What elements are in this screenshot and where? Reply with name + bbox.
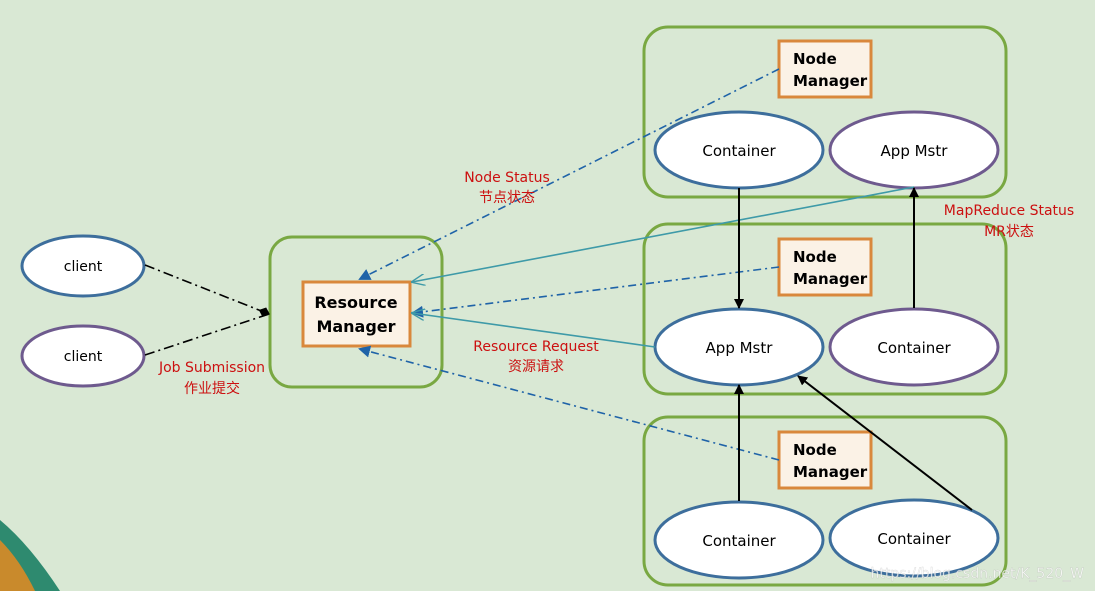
node-manager-middle-line1: Node — [793, 248, 837, 266]
node-group-middle — [642, 222, 1008, 396]
resource-request-line — [412, 313, 656, 348]
mid-app-mstr-label: App Mstr — [706, 339, 774, 357]
node-manager-top-line1: Node — [793, 50, 837, 68]
mapreduce-status-line — [412, 186, 915, 282]
node-status-label-zh: 节点状态 — [479, 190, 535, 206]
node-status-line-bottom — [358, 345, 780, 461]
mapreduce-status-label-en: MapReduce Status — [944, 203, 1074, 219]
bottom-container-right-label: Container — [877, 530, 951, 548]
job-submission-label-en: Job Submission — [158, 360, 265, 376]
job-submission-line-1 — [144, 264, 270, 317]
client-label-1: client — [64, 259, 103, 275]
mid-container-ellipse — [828, 307, 1000, 387]
node-status-line-middle — [411, 266, 780, 318]
client-ellipse-1 — [20, 234, 146, 298]
resource-request-label-zh: 资源请求 — [508, 359, 564, 375]
corner-decoration-accent — [0, 540, 35, 591]
top-container-label: Container — [702, 142, 776, 160]
node-group-top — [642, 25, 1008, 199]
job-submission-label-zh: 作业提交 — [184, 380, 240, 397]
node-manager-bottom-line1: Node — [793, 441, 837, 459]
watermark-text: https://blog.csdn.net/K_520_W — [871, 566, 1085, 582]
node-manager-middle-line2: Manager — [793, 270, 868, 288]
node-manager-box-top — [777, 39, 873, 99]
node-manager-bottom-line2: Manager — [793, 463, 868, 481]
resource-manager-label-line2: Manager — [316, 317, 395, 336]
mid-container-label: Container — [877, 339, 951, 357]
bottom-container-left-label: Container — [702, 532, 776, 550]
resource-request-label-en: Resource Request — [473, 339, 599, 355]
resource-manager-group — [268, 235, 444, 389]
mapreduce-status-label-zh: MR状态 — [984, 224, 1034, 240]
node-group-bottom — [642, 415, 1008, 587]
node-manager-box-middle — [777, 237, 873, 297]
arrow-bottom-right-to-app-mstr — [797, 375, 973, 511]
top-app-mstr-label: App Mstr — [881, 142, 949, 160]
node-manager-top-line2: Manager — [793, 72, 868, 90]
client-ellipse-2 — [20, 324, 146, 388]
resource-manager-label-line1: Resource — [314, 293, 397, 312]
node-status-label-en: Node Status — [464, 170, 550, 186]
node-status-line-top — [358, 68, 780, 280]
client-label-2: client — [64, 349, 103, 365]
job-submission-line-2 — [144, 313, 270, 356]
bottom-container-right-ellipse — [828, 498, 1000, 578]
resource-manager-box — [301, 280, 412, 348]
bottom-container-left-ellipse — [653, 500, 825, 580]
